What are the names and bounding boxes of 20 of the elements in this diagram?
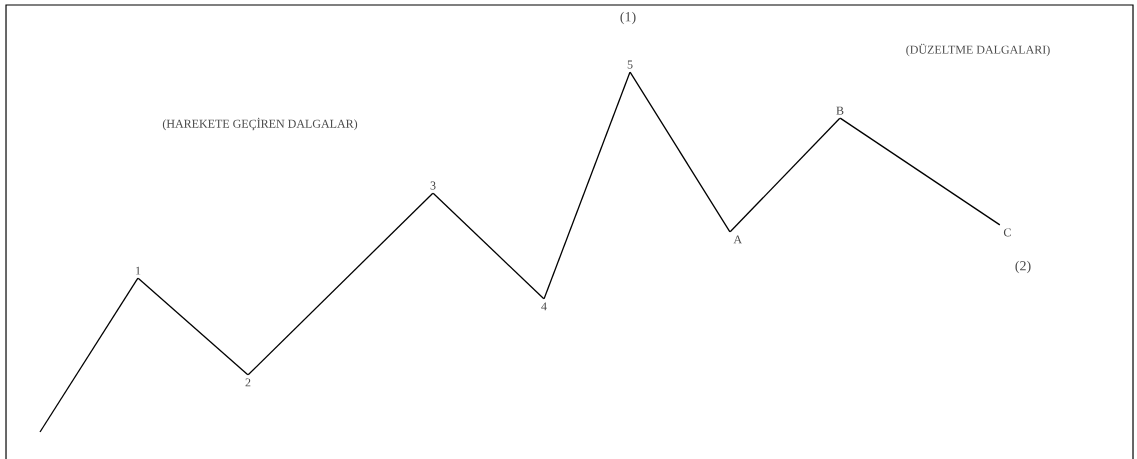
wave-line [39, 277, 139, 433]
wave-line [629, 71, 731, 233]
wave-label: (HAREKETE GEÇİREN DALGALAR) [162, 117, 358, 131]
wave-point: 2 [245, 378, 251, 387]
wave-point: C [1003, 228, 1011, 237]
wave-line [137, 277, 249, 376]
wave-point: B [836, 106, 844, 115]
wave-line [432, 192, 545, 300]
wave-point: 3 [430, 181, 436, 190]
wave-line [839, 117, 1001, 226]
wave-label: (DÜZELTME DALGALARI) [906, 43, 1050, 57]
wave-point: 4 [541, 302, 547, 311]
wave-line [729, 117, 841, 233]
wave-label: (2) [1015, 260, 1031, 274]
wave-point: 1 [136, 266, 141, 275]
wave-line [247, 192, 434, 376]
wave-line [543, 71, 631, 300]
wave-point: 5 [627, 60, 633, 69]
wave-label: (1) [620, 11, 636, 25]
wave-point: A [733, 235, 742, 244]
